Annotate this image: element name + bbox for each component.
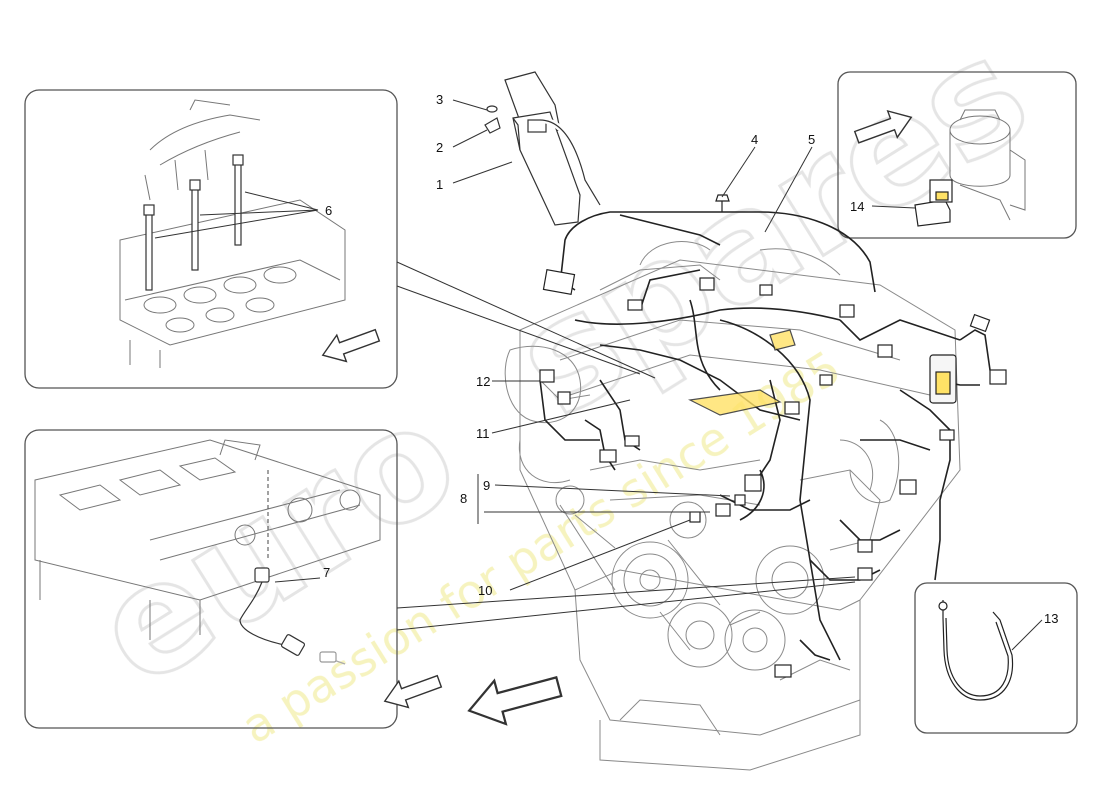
engine-assembly bbox=[504, 194, 1007, 771]
callout-12: 12 bbox=[476, 374, 490, 389]
direction-arrow-icon bbox=[317, 321, 383, 370]
callout-11: 11 bbox=[476, 426, 490, 441]
callout-8: 8 bbox=[460, 491, 467, 506]
callout-10: 10 bbox=[478, 583, 492, 598]
direction-arrow-icon bbox=[379, 667, 445, 716]
callout-6: 6 bbox=[325, 203, 332, 218]
watermark-brand: euro bbox=[67, 369, 486, 721]
callout-4: 4 bbox=[751, 132, 758, 147]
inset-glow-plugs bbox=[24, 89, 398, 389]
callout-14: 14 bbox=[850, 199, 864, 214]
inset-coolant-tank bbox=[837, 71, 1077, 239]
inset-ground-strap bbox=[914, 582, 1078, 734]
callout-labels: 1 2 3 4 5 6 7 8 9 10 11 12 13 14 bbox=[323, 92, 1058, 626]
callout-2: 2 bbox=[436, 140, 443, 155]
inset-sensor bbox=[24, 429, 445, 729]
callout-1: 1 bbox=[436, 177, 443, 192]
callout-13: 13 bbox=[1044, 611, 1058, 626]
engine-control-unit bbox=[484, 71, 603, 226]
callout-3: 3 bbox=[436, 92, 443, 107]
direction-arrow-icon bbox=[462, 663, 566, 734]
callout-5: 5 bbox=[808, 132, 815, 147]
callout-9: 9 bbox=[483, 478, 490, 493]
callout-7: 7 bbox=[323, 565, 330, 580]
